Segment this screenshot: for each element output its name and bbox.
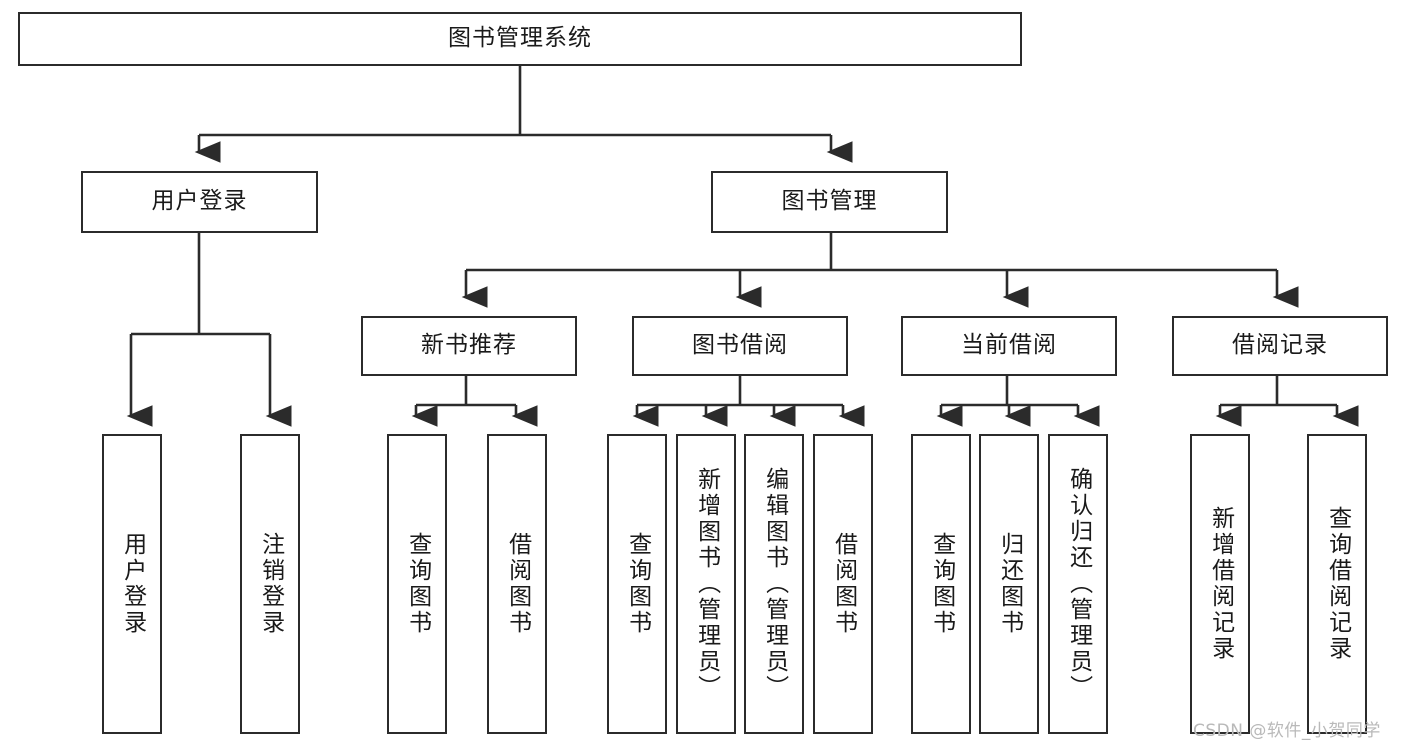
node-root-book-management-system[interactable]: 图书管理系统 (18, 12, 1022, 66)
node-root-label: 图书管理系统 (448, 25, 592, 52)
leaf-logout-label: 注销登录 (257, 532, 284, 636)
leaf-user-login-label: 用户登录 (119, 532, 146, 636)
leaf-return-book-label: 归还图书 (996, 532, 1023, 636)
leaf-user-login[interactable]: 用户登录 (102, 434, 162, 734)
leaf-new-book-borrow-label: 借阅图书 (504, 532, 531, 636)
node-user-login-label: 用户登录 (151, 188, 248, 215)
leaf-current-query-book[interactable]: 查询图书 (911, 434, 971, 734)
leaf-edit-book-admin-label: 编辑图书（管理员） (761, 467, 788, 701)
leaf-edit-book-admin[interactable]: 编辑图书（管理员） (744, 434, 804, 734)
node-book-borrow[interactable]: 图书借阅 (632, 316, 848, 376)
node-book-management[interactable]: 图书管理 (711, 171, 948, 233)
node-book-borrow-label: 图书借阅 (692, 332, 788, 359)
leaf-borrow-query-book[interactable]: 查询图书 (607, 434, 667, 734)
leaf-query-borrow-record[interactable]: 查询借阅记录 (1307, 434, 1367, 734)
node-current-borrow[interactable]: 当前借阅 (901, 316, 1117, 376)
node-user-login[interactable]: 用户登录 (81, 171, 318, 233)
leaf-confirm-return-admin-label: 确认归还（管理员） (1065, 467, 1092, 701)
leaf-current-query-book-label: 查询图书 (928, 532, 955, 636)
leaf-add-book-admin-label: 新增图书（管理员） (693, 467, 720, 701)
leaf-borrow-query-book-label: 查询图书 (624, 532, 651, 636)
leaf-new-book-query-label: 查询图书 (404, 532, 431, 636)
leaf-logout[interactable]: 注销登录 (240, 434, 300, 734)
node-new-book-recommend[interactable]: 新书推荐 (361, 316, 577, 376)
leaf-new-book-query[interactable]: 查询图书 (387, 434, 447, 734)
leaf-add-book-admin[interactable]: 新增图书（管理员） (676, 434, 736, 734)
leaf-add-borrow-record[interactable]: 新增借阅记录 (1190, 434, 1250, 734)
node-borrow-record[interactable]: 借阅记录 (1172, 316, 1388, 376)
csdn-watermark: CSDN @软件_小贺同学 (1193, 721, 1381, 741)
leaf-return-book[interactable]: 归还图书 (979, 434, 1039, 734)
node-book-management-label: 图书管理 (781, 188, 878, 215)
leaf-confirm-return-admin[interactable]: 确认归还（管理员） (1048, 434, 1108, 734)
node-new-book-recommend-label: 新书推荐 (421, 332, 517, 359)
leaf-new-book-borrow[interactable]: 借阅图书 (487, 434, 547, 734)
node-borrow-record-label: 借阅记录 (1232, 332, 1328, 359)
leaf-add-borrow-record-label: 新增借阅记录 (1207, 506, 1234, 662)
leaf-borrow-book-label: 借阅图书 (830, 532, 857, 636)
leaf-borrow-book[interactable]: 借阅图书 (813, 434, 873, 734)
leaf-query-borrow-record-label: 查询借阅记录 (1324, 506, 1351, 662)
node-current-borrow-label: 当前借阅 (961, 332, 1057, 359)
